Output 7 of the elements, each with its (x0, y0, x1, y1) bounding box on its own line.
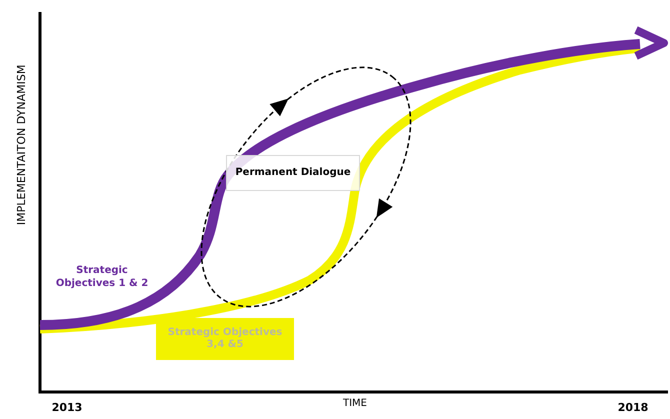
axis-title: IMPLEMENTAITON DYNAMISM (15, 64, 29, 228)
axis-title: TIME (342, 398, 368, 410)
axis-tick-label: 2018 (616, 401, 650, 415)
axis-tick-label: 2013 (50, 401, 84, 415)
curve-label: Strategic Objectives 1 & 2 (54, 265, 150, 290)
text-box: Permanent Dialogue (226, 155, 360, 191)
label-box: Strategic Objectives 3,4 &5 (156, 318, 294, 360)
